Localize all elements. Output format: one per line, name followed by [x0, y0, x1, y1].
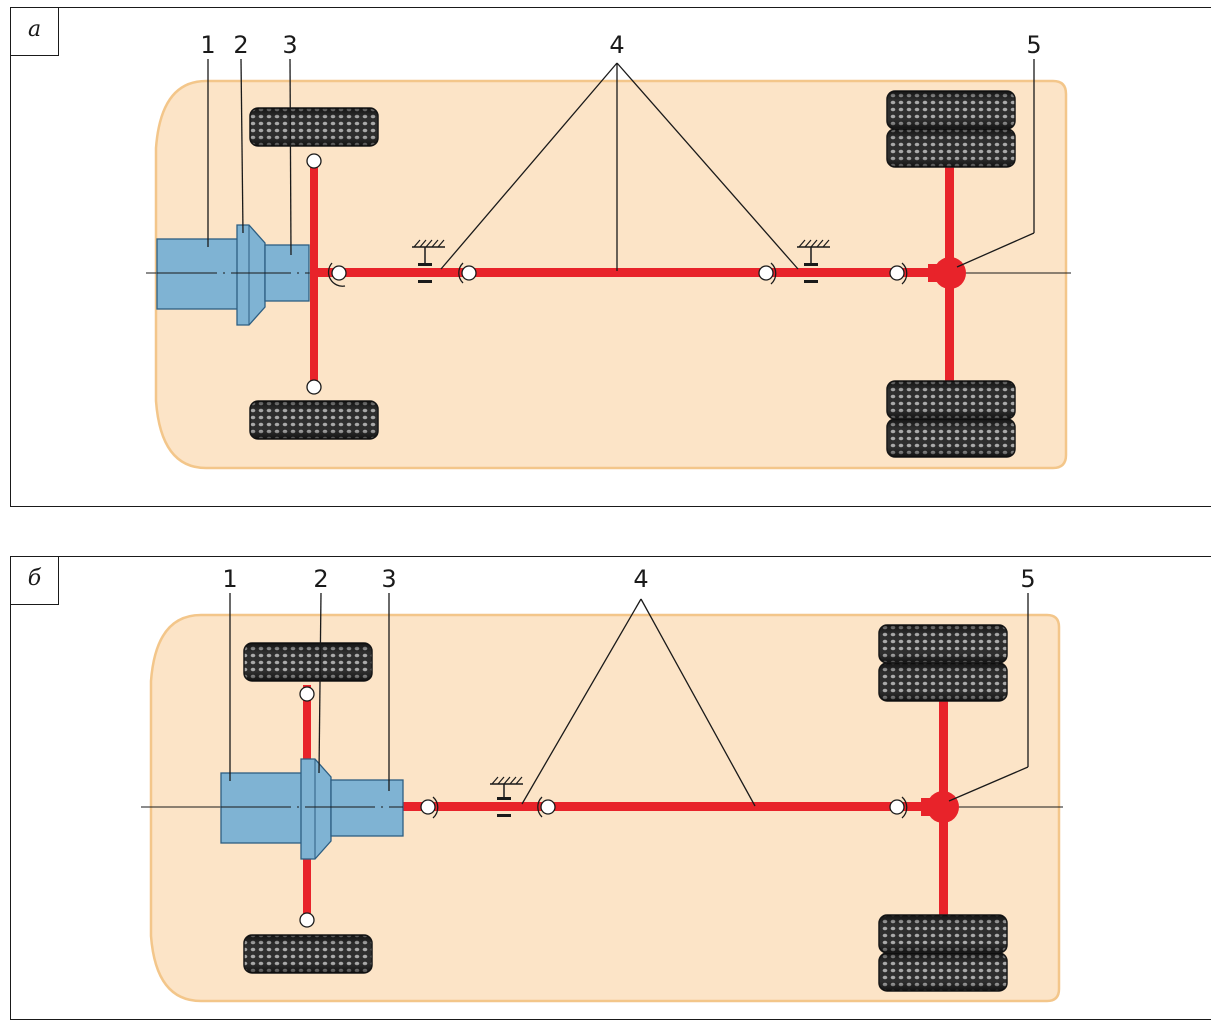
pivot-joint	[306, 379, 322, 395]
callout-label: 2	[233, 31, 248, 59]
rear-right-dual-wheel	[886, 380, 1016, 458]
transmission-diagram-a: 1 2 3 4 5	[146, 31, 1071, 470]
clutch	[300, 758, 332, 860]
scheme-panel-a: а	[10, 7, 1211, 507]
front-left-wheel	[243, 642, 373, 682]
leader-line-3	[289, 58, 292, 256]
callout-label: 3	[282, 31, 297, 59]
engine	[220, 772, 304, 844]
pivot-joint	[299, 912, 315, 928]
callout-label: 4	[633, 565, 648, 593]
intermediate-support	[412, 239, 445, 283]
cardan-joint	[458, 262, 477, 284]
rear-right-dual-wheel	[878, 914, 1008, 992]
rear-left-dual-wheel	[886, 90, 1016, 168]
propeller-shaft	[403, 802, 925, 811]
cardan-joint	[537, 796, 556, 818]
rear-left-dual-wheel	[878, 624, 1008, 702]
cardan-joint	[889, 796, 908, 819]
leader-line-5	[948, 766, 1029, 802]
leader-line-2	[318, 592, 322, 774]
final-drive	[934, 257, 966, 289]
engine	[156, 238, 240, 310]
gearbox	[330, 779, 404, 837]
pivot-joint	[306, 153, 322, 169]
front-left-wheel	[249, 107, 379, 147]
callout-label: 5	[1020, 565, 1035, 593]
callout-label: 4	[609, 31, 624, 59]
cardan-joint	[327, 262, 347, 287]
leader-line-2	[240, 58, 244, 234]
leader-line-5	[956, 232, 1035, 268]
propeller-shaft	[313, 268, 933, 277]
scheme-panel-b: б	[10, 556, 1211, 1020]
callout-label: 5	[1026, 31, 1041, 59]
callout-label: 3	[381, 565, 396, 593]
callout-label: 1	[222, 565, 237, 593]
intermediate-support	[797, 239, 830, 283]
leader-line-4	[616, 62, 799, 270]
panel-label: а	[11, 8, 59, 56]
leader-line-4	[440, 62, 618, 270]
panel-label: б	[11, 557, 59, 605]
cardan-joint	[420, 796, 439, 819]
cardan-joint	[758, 262, 777, 285]
callout-label: 1	[200, 31, 215, 59]
front-right-wheel	[243, 934, 373, 974]
leader-line-4	[640, 598, 756, 807]
cardan-joint	[889, 262, 908, 285]
pivot-joint	[299, 686, 315, 702]
intermediate-support	[490, 776, 523, 817]
leader-line-4	[521, 598, 642, 805]
clutch	[236, 224, 266, 326]
callout-label: 2	[313, 565, 328, 593]
final-drive	[927, 791, 959, 823]
transmission-diagram-b: 1 2 3 4 5	[141, 565, 1063, 1003]
front-right-wheel	[249, 400, 379, 440]
